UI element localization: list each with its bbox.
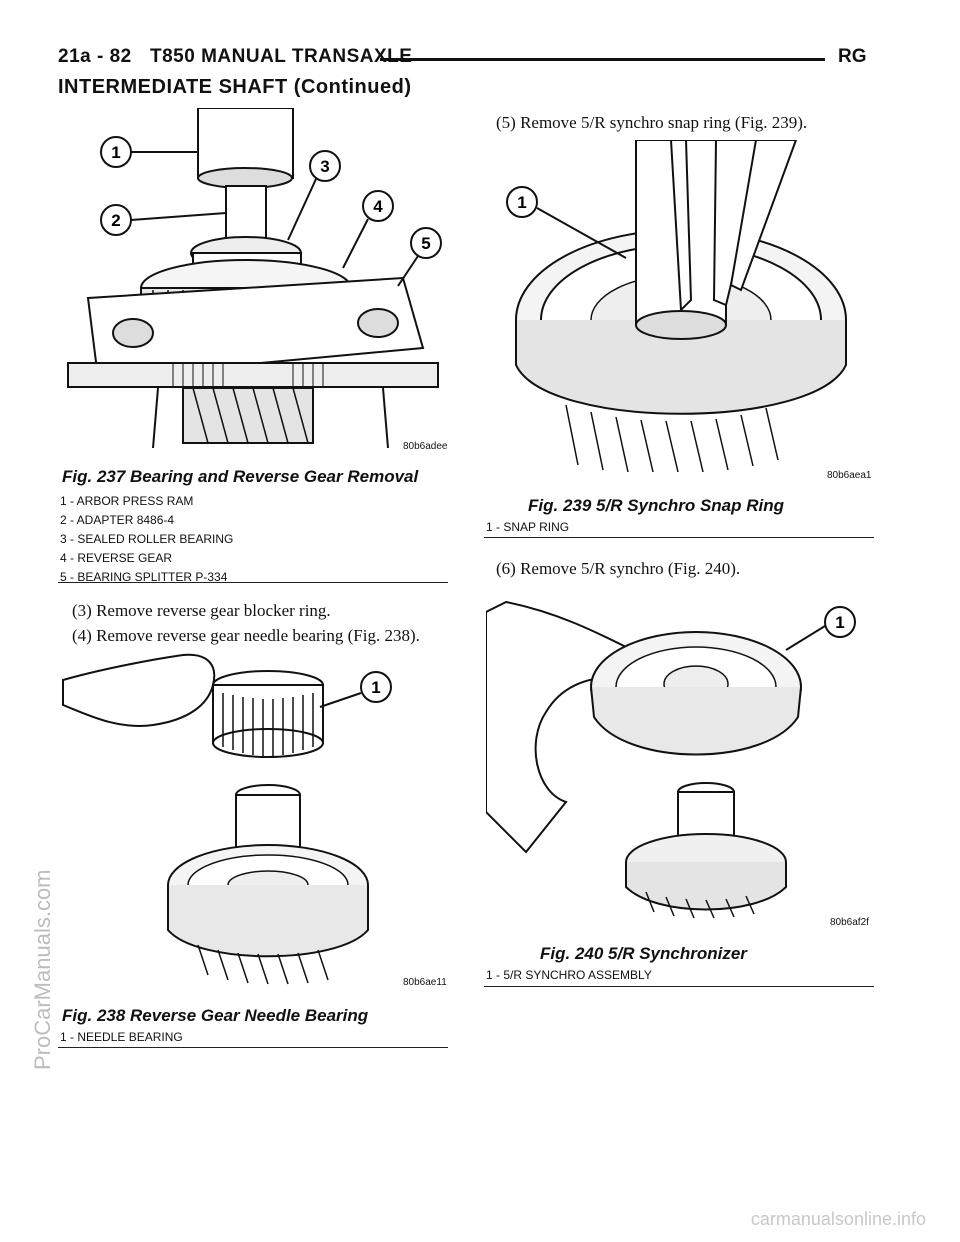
section-title: INTERMEDIATE SHAFT (Continued): [58, 76, 412, 98]
svg-text:1: 1: [111, 143, 120, 162]
callout-1: 1: [319, 671, 392, 708]
fig239-title: Fig. 239 5/R Synchro Snap Ring: [528, 496, 784, 515]
fig237-rule: [58, 582, 448, 583]
fig237-title: Fig. 237 Bearing and Reverse Gear Remova…: [62, 467, 419, 486]
fig237-legend: 1 - ARBOR PRESS RAM 2 - ADAPTER 8486-4 3…: [60, 492, 233, 587]
callout-4: 4: [342, 190, 394, 269]
legend-item: 3 - SEALED ROLLER BEARING: [60, 532, 234, 546]
manual-title: T850 MANUAL TRANSAXLE: [150, 46, 413, 67]
svg-text:3: 3: [320, 157, 329, 176]
fig238-title: Fig. 238 Reverse Gear Needle Bearing: [62, 1006, 369, 1025]
svg-text:1: 1: [371, 678, 380, 697]
side-watermark: ProCarManuals.com: [30, 869, 55, 1070]
legend-item: 1 - ARBOR PRESS RAM: [60, 494, 194, 508]
fig239-rule: [484, 537, 874, 538]
fig238-callouts: 1: [319, 671, 392, 708]
fig240-title: Fig. 240 5/R Synchronizer: [540, 944, 747, 963]
steps-left: (3) Remove reverse gear blocker ring. (4…: [72, 598, 452, 648]
svg-text:1: 1: [517, 193, 526, 212]
callout-3: 3: [287, 150, 341, 241]
fig239-callouts: 1: [506, 186, 627, 259]
manual-code: RG: [838, 46, 867, 67]
header-rule: [380, 58, 825, 61]
step-6: (6) Remove 5/R synchro (Fig. 240).: [496, 559, 741, 578]
callout-1: 1: [785, 606, 856, 651]
fig240-rule: [484, 986, 874, 987]
svg-text:5: 5: [421, 234, 430, 253]
legend-item: 5 - BEARING SPLITTER P-334: [60, 570, 228, 584]
fig239-illustration: [515, 140, 847, 473]
fig237-callouts: 1 2 3 4 5: [100, 136, 442, 287]
legend-item: 1 - NEEDLE BEARING: [60, 1030, 183, 1044]
fig238-illustration: [62, 653, 369, 985]
footer-watermark: carmanualsonline.info: [750, 1209, 926, 1229]
callout-2: 2: [100, 204, 227, 236]
fig238-rule: [58, 1047, 448, 1048]
fig237-image-code: 80b6adee: [403, 441, 448, 452]
fig239-legend: 1 - SNAP RING: [486, 518, 569, 537]
callout-1: 1: [506, 186, 627, 259]
callout-5: 5: [397, 227, 442, 287]
callout-1: 1: [100, 136, 198, 168]
fig240-illustration: [486, 600, 802, 919]
fig237-illustration: [67, 108, 439, 449]
svg-text:1: 1: [835, 613, 844, 632]
step-3: (3) Remove reverse gear blocker ring.: [72, 601, 331, 620]
fig238-legend: 1 - NEEDLE BEARING: [60, 1028, 183, 1047]
fig240-callouts: 1: [785, 606, 856, 651]
svg-text:4: 4: [373, 197, 383, 216]
page-number: 21a - 82: [58, 46, 132, 67]
fig238-image-code: 80b6ae11: [403, 977, 447, 988]
step-4: (4) Remove reverse gear needle bearing (…: [72, 626, 420, 645]
fig239-image-code: 80b6aea1: [827, 470, 872, 481]
legend-item: 4 - REVERSE GEAR: [60, 551, 173, 565]
legend-item: 1 - 5/R SYNCHRO ASSEMBLY: [486, 968, 652, 982]
fig240-image-code: 80b6af2f: [830, 917, 869, 928]
svg-text:2: 2: [111, 211, 120, 230]
fig240-legend: 1 - 5/R SYNCHRO ASSEMBLY: [486, 966, 652, 985]
legend-item: 1 - SNAP RING: [486, 520, 570, 534]
legend-item: 2 - ADAPTER 8486-4: [60, 513, 175, 527]
step-5: (5) Remove 5/R synchro snap ring (Fig. 2…: [496, 113, 808, 132]
